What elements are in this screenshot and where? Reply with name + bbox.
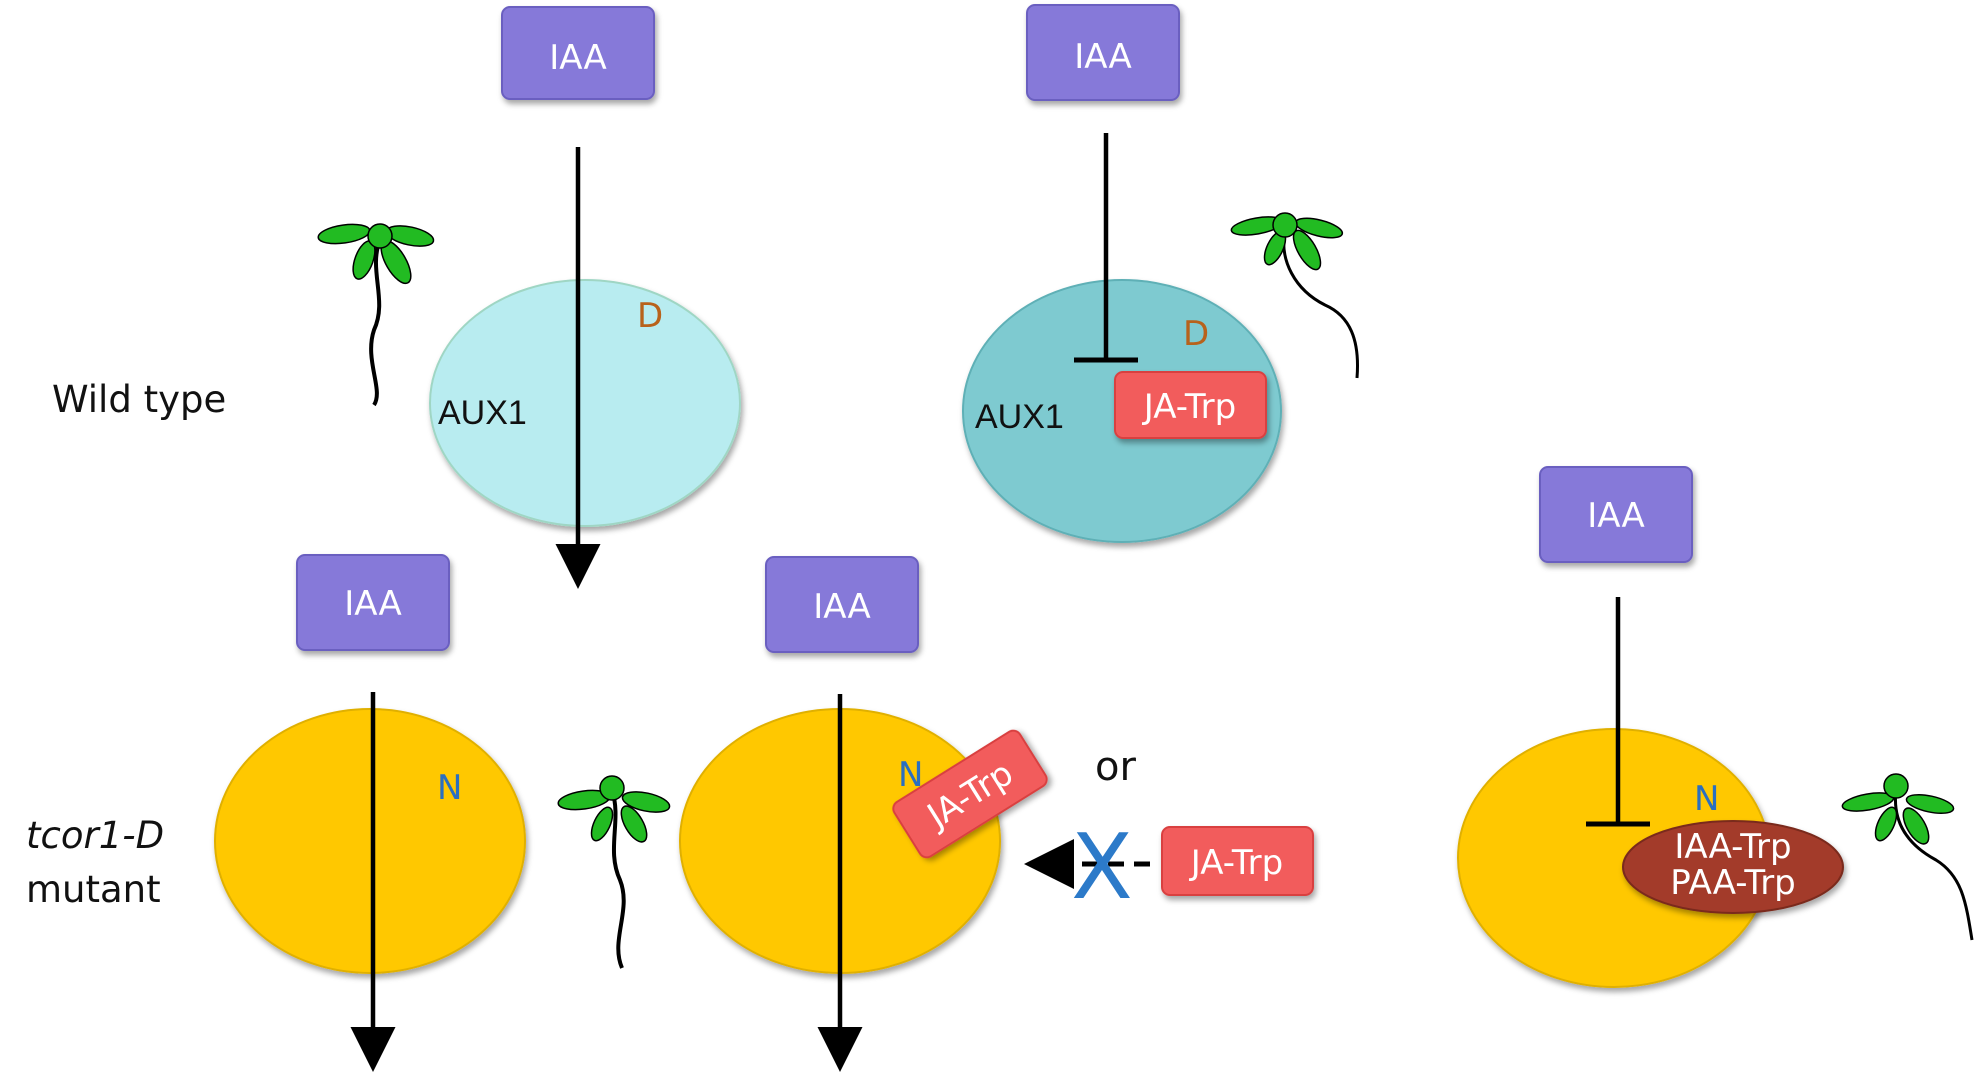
ja-trp-box (1114, 371, 1267, 439)
seedling-icon (1230, 212, 1360, 379)
paa-trp-label: PAA-Trp (1670, 863, 1796, 903)
residue-d-label: D (1183, 314, 1209, 354)
panel-mutant-conjugates: IAA N IAA-Trp PAA-Trp (1457, 466, 1974, 988)
or-label: or (1095, 744, 1136, 790)
row-label-mutant-name: tcor1-D (26, 814, 164, 857)
free-ja-trp-box (1161, 826, 1314, 896)
residue-n-label: N (437, 768, 462, 808)
residue-d-label: D (637, 296, 663, 336)
no-binding-cross-icon: X (1071, 815, 1133, 920)
iaa-box (765, 556, 919, 653)
residue-n-label: N (1694, 779, 1719, 819)
iaa-label: IAA (549, 38, 607, 78)
conjugate-ellipse (1622, 820, 1844, 914)
aux1-transporter (429, 279, 741, 527)
aux1-label: AUX1 (438, 394, 527, 432)
panel-mutant-uptake: IAA N (214, 554, 671, 1072)
iaa-box (296, 554, 450, 651)
free-ja-trp-label: JA-Trp (1189, 843, 1283, 883)
seedling-icon (317, 223, 435, 407)
panel-wt-uptake: IAA AUX1 D (317, 6, 741, 589)
seedling-icon (557, 775, 671, 969)
iaa-label: IAA (1587, 496, 1645, 536)
iaa-box (1539, 466, 1693, 563)
iaa-label: IAA (344, 584, 402, 624)
mutant-transporter (214, 708, 526, 974)
panel-mutant-ja: IAA N JA-Trp or X JA-Trp (679, 556, 1314, 1072)
aux1-label: AUX1 (975, 398, 1064, 436)
seedling-icon (1841, 773, 1974, 941)
iaa-label: IAA (813, 587, 871, 627)
iaa-box (1026, 4, 1180, 101)
iaa-trp-label: IAA-Trp (1674, 827, 1791, 867)
ja-trp-box (892, 729, 1048, 859)
iaa-box (501, 6, 655, 100)
ja-trp-label: JA-Trp (1142, 387, 1236, 427)
row-label-mutant: mutant (26, 868, 161, 911)
iaa-label: IAA (1074, 37, 1132, 77)
row-label-wild-type: Wild type (52, 378, 226, 421)
panel-wt-ja-blocked: IAA AUX1 D JA-Trp (962, 4, 1360, 543)
